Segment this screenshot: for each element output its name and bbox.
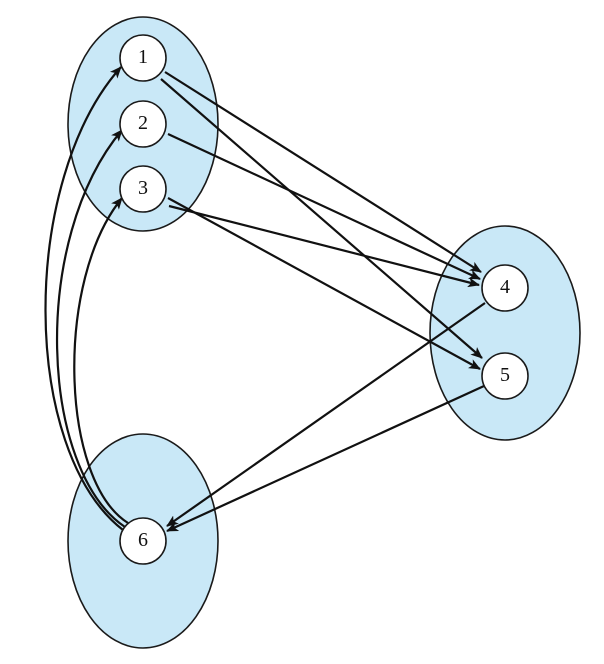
edge-6-to-1 <box>44 66 124 531</box>
node-6: 6 <box>119 517 167 565</box>
edge-3-to-5 <box>167 197 481 370</box>
node-2: 2 <box>119 100 167 148</box>
edge-4-to-6 <box>166 302 486 527</box>
node-3-circle <box>119 165 167 213</box>
node-6-label: 6 <box>138 529 148 551</box>
node-4-circle <box>481 264 529 312</box>
node-6-circle <box>119 517 167 565</box>
node-4: 4 <box>481 264 529 312</box>
edge-6-to-3 <box>73 197 129 524</box>
edge-1-to-5 <box>160 78 483 359</box>
edge-6-to-2 <box>56 129 126 528</box>
node-3: 3 <box>119 165 167 213</box>
node-5-circle <box>481 352 529 400</box>
node-1: 1 <box>119 34 167 82</box>
node-2-circle <box>119 100 167 148</box>
node-5-label: 5 <box>500 364 510 386</box>
node-4-label: 4 <box>500 276 510 298</box>
node-5: 5 <box>481 352 529 400</box>
edges <box>44 66 486 533</box>
node-3-label: 3 <box>138 177 148 199</box>
node-1-circle <box>119 34 167 82</box>
node-1-label: 1 <box>138 46 148 68</box>
edge-2-to-4 <box>167 133 481 280</box>
edge-5-to-6 <box>166 384 485 533</box>
edge-1-to-4 <box>164 71 482 273</box>
edge-3-to-4 <box>168 204 480 288</box>
node-2-label: 2 <box>138 112 148 134</box>
